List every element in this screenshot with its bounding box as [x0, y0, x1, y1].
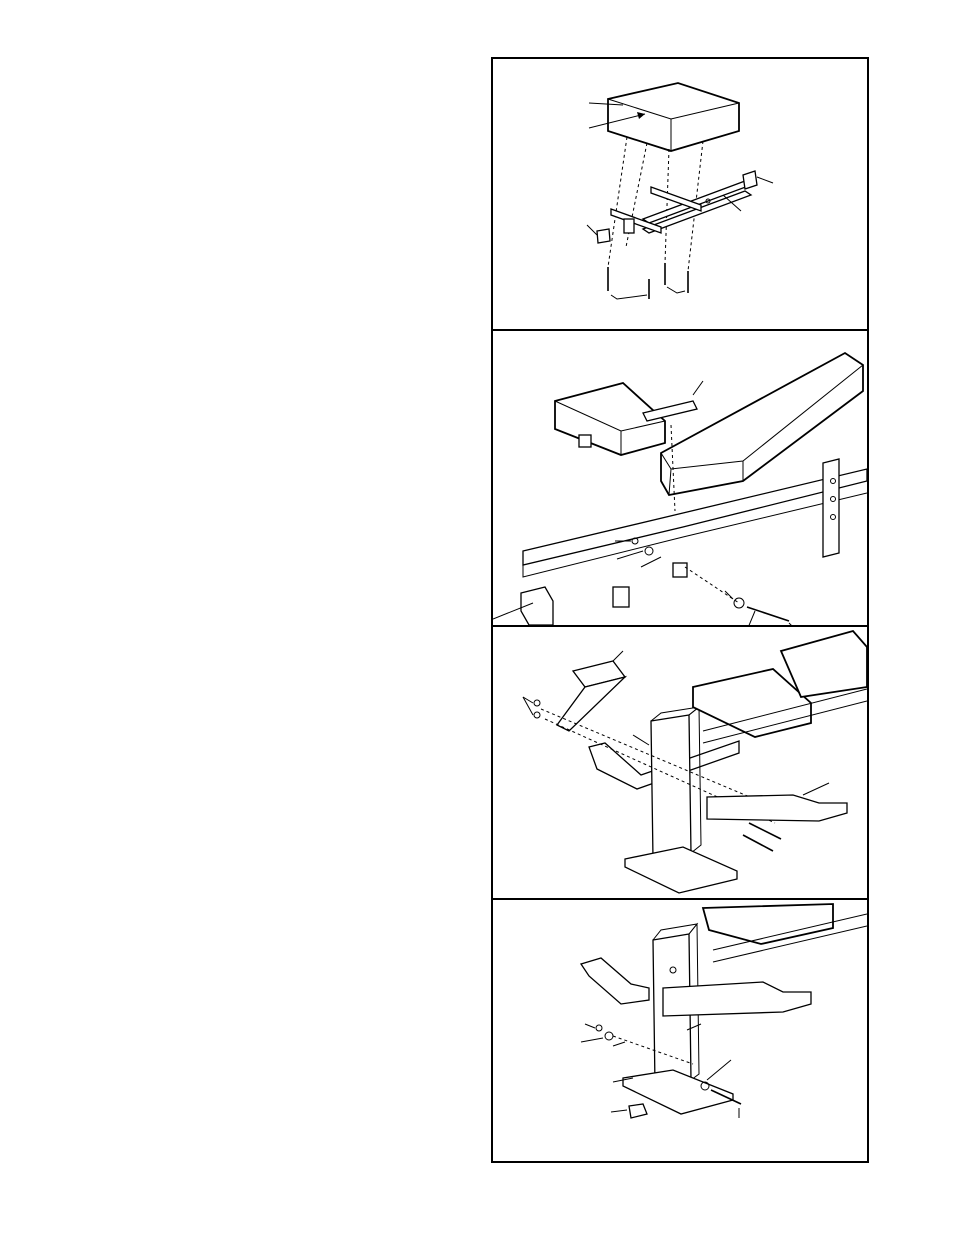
end-cap [629, 1104, 647, 1118]
end-cap-right [743, 171, 757, 189]
step-3-illustration [493, 627, 867, 898]
washer [605, 1032, 613, 1040]
bolt [749, 823, 781, 839]
leg-lever-right [707, 795, 847, 821]
seat-pad [608, 83, 739, 151]
upright-post [823, 459, 839, 557]
cross-tube [643, 181, 751, 223]
assembly-step-3-panel [493, 627, 867, 900]
assembly-step-4-panel [493, 900, 867, 1165]
leg-lever [663, 982, 811, 1016]
lever-arm [581, 958, 649, 1004]
assembly-figure [491, 57, 869, 1163]
assembly-step-2-panel [493, 331, 867, 627]
nut [534, 712, 540, 718]
step-1-illustration [493, 59, 867, 329]
upright-post [651, 715, 691, 859]
nut [596, 1025, 602, 1031]
bolt [743, 835, 773, 851]
assembly-step-1-panel [493, 59, 867, 331]
nut [534, 700, 540, 706]
washer [734, 598, 744, 608]
foot-plate [625, 847, 737, 893]
end-cap-left [597, 229, 610, 243]
mounting-bracket [643, 401, 697, 421]
step-2-illustration [493, 331, 867, 625]
step-4-illustration [493, 900, 867, 1163]
